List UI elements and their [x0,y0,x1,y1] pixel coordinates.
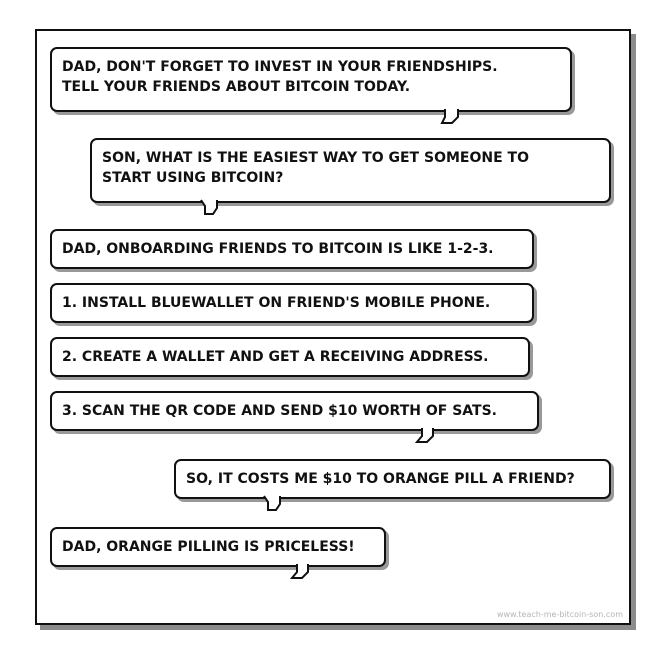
speech-tail [263,495,281,511]
speech-bubble-step-2: 2. CREATE A WALLET AND GET A RECEIVING A… [50,337,530,377]
speech-text: 2. CREATE A WALLET AND GET A RECEIVING A… [62,349,489,365]
comic-panel: DAD, DON'T FORGET TO INVEST IN YOUR FRIE… [35,29,631,625]
speech-bubble-dad-priceless: DAD, ORANGE PILLING IS PRICELESS! [50,527,386,567]
speech-bubble-son-cost: SO, IT COSTS ME $10 TO ORANGE PILL A FRI… [174,459,611,499]
speech-tail [200,199,218,215]
speech-bubble-step-1: 1. INSTALL BLUEWALLET ON FRIEND'S MOBILE… [50,283,534,323]
speech-tail [440,109,459,124]
speech-bubble-son-question: SON, WHAT IS THE EASIEST WAY TO GET SOME… [90,138,611,203]
speech-text: SON, WHAT IS THE EASIEST WAY TO GET SOME… [102,150,529,166]
speech-bubble-dad-friendships: DAD, DON'T FORGET TO INVEST IN YOUR FRIE… [50,47,572,112]
speech-bubble-step-3: 3. SCAN THE QR CODE AND SEND $10 WORTH O… [50,391,539,431]
speech-text: DAD, ORANGE PILLING IS PRICELESS! [62,539,355,555]
speech-text: 3. SCAN THE QR CODE AND SEND $10 WORTH O… [62,403,497,419]
speech-tail [289,564,309,579]
speech-text: START USING BITCOIN? [102,170,284,186]
speech-text: SO, IT COSTS ME $10 TO ORANGE PILL A FRI… [186,471,575,487]
speech-text: 1. INSTALL BLUEWALLET ON FRIEND'S MOBILE… [62,295,491,311]
speech-text: DAD, ONBOARDING FRIENDS TO BITCOIN IS LI… [62,241,494,257]
speech-tail [414,428,434,443]
speech-text: TELL YOUR FRIENDS ABOUT BITCOIN TODAY. [62,79,411,95]
website-credit: www.teach-me-bitcoin-son.com [496,610,623,619]
speech-text: DAD, DON'T FORGET TO INVEST IN YOUR FRIE… [62,59,498,75]
speech-bubble-dad-onboarding: DAD, ONBOARDING FRIENDS TO BITCOIN IS LI… [50,229,534,269]
